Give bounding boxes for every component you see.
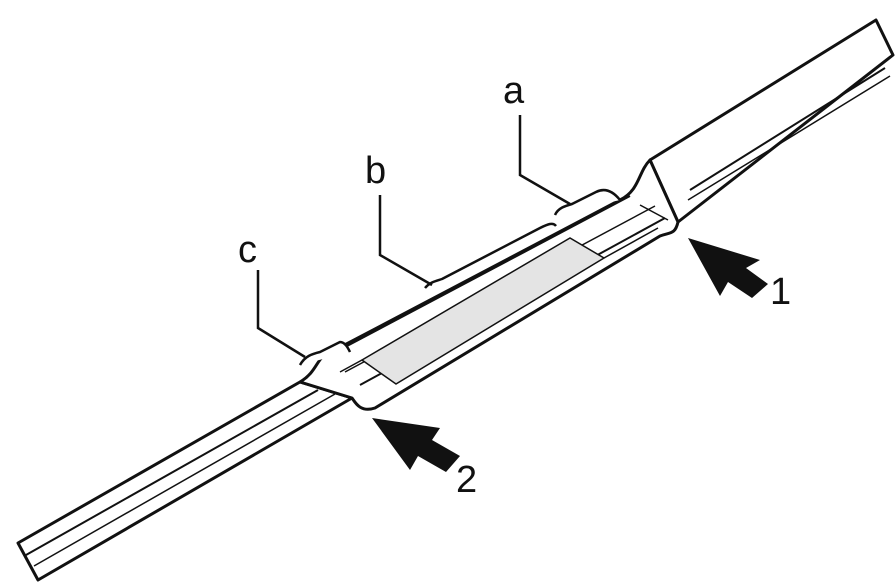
leader-a <box>518 115 571 206</box>
leader-b <box>378 195 433 287</box>
layer-steps <box>298 188 621 366</box>
arrow-1-icon <box>688 238 768 298</box>
label-a: a <box>503 70 525 112</box>
strip-upper-right <box>648 18 895 224</box>
leader-c <box>256 270 306 359</box>
arrow-2-icon <box>372 418 460 472</box>
zone-boundaries <box>339 204 669 373</box>
label-c: c <box>238 229 257 271</box>
strip-lower-left <box>16 380 354 582</box>
label-b: b <box>365 150 386 192</box>
label-arrow-1: 1 <box>770 271 791 313</box>
label-arrow-2: 2 <box>456 459 477 501</box>
strip-raised-section <box>298 158 680 411</box>
